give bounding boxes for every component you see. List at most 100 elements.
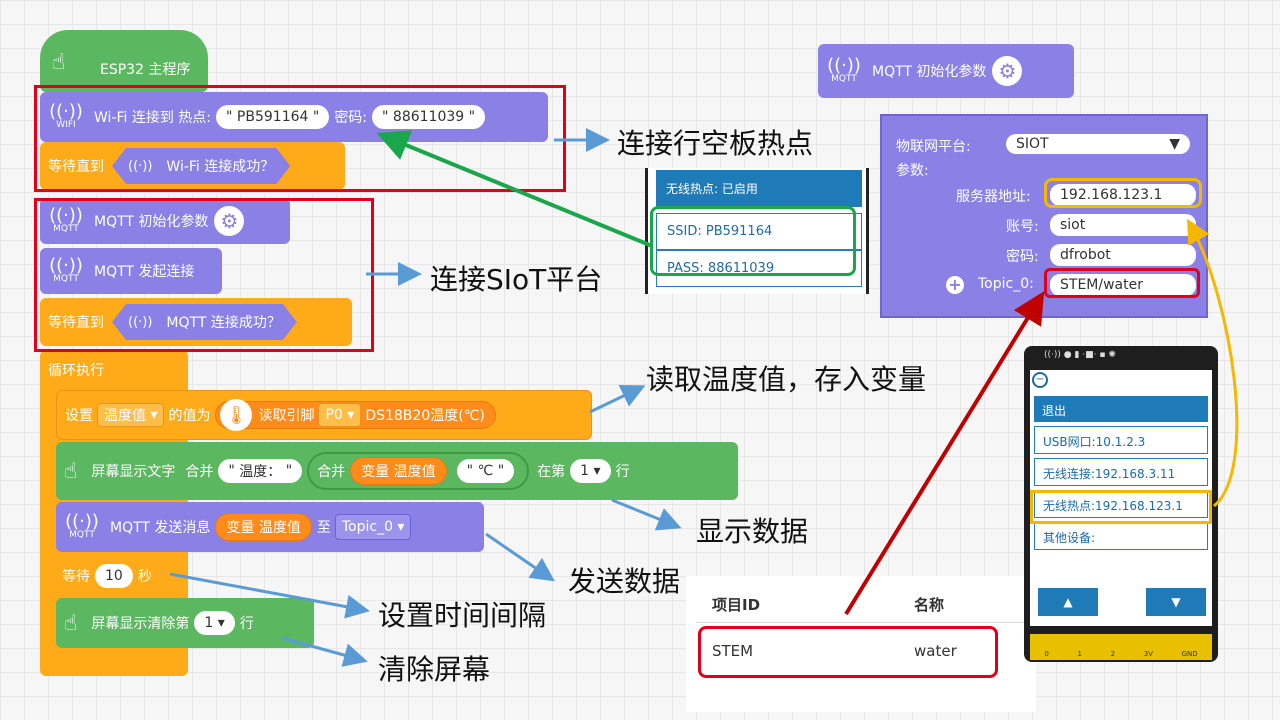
arrow-clear [281, 636, 368, 667]
join-inner[interactable]: 合并 变量 温度值 " ℃ " [307, 452, 530, 490]
line-dropdown[interactable]: 1 ▾ [570, 459, 611, 483]
password-input[interactable]: " 88611039 " [372, 105, 486, 129]
main-title: ESP32 主程序 [100, 62, 191, 78]
mqtt-icon-label: MQTT [53, 274, 79, 284]
esp32-main-hat-block[interactable]: ☝ ESP32 主程序 [40, 30, 208, 92]
wait-seconds-value: 10 [105, 568, 123, 584]
mqtt-panel-header[interactable]: ((·))MQTT MQTT 初始化参数 ⚙ [818, 44, 1074, 98]
mqtt-icon: ((·))MQTT [65, 511, 99, 541]
wifi-success-condition[interactable]: ((·)) Wi-Fi 连接成功？ [112, 148, 290, 184]
server-yellow-box [1044, 178, 1202, 208]
account-label: 账号: [1006, 219, 1039, 235]
join-inner-label: 合并 [317, 464, 346, 480]
platform-dropdown[interactable]: SIOT▼ [1006, 134, 1190, 154]
pin-label: 3V [1143, 650, 1153, 658]
pin-label: GND [1181, 650, 1198, 658]
pin-label: 0 [1044, 650, 1049, 658]
col-name-header: 名称 [914, 596, 945, 614]
mqtt-icon: ((·))MQTT [49, 205, 83, 235]
table-red-box [698, 626, 998, 678]
mqtt-send-block[interactable]: ((·))MQTT MQTT 发送消息 变量 温度值 至 Topic_0 ▾ [56, 502, 484, 552]
password-value: 88611039 [392, 109, 465, 125]
mqtt-send-label: MQTT 发送消息 [110, 520, 211, 536]
hotspot-status: 无线热点: 已启用 [656, 170, 862, 207]
clear-line-dropdown[interactable]: 1 ▾ [194, 611, 235, 635]
wifi-connect-block[interactable]: ((·))WIFI Wi-Fi 连接到 热点: " PB591164 " 密码:… [40, 92, 548, 142]
pin-dropdown[interactable]: P0 ▾ [318, 403, 362, 427]
wifi-success-label: Wi-Fi 连接成功？ [166, 159, 275, 175]
screen-clear-label: 屏幕显示清除第 [91, 616, 190, 632]
line-suffix: 行 [615, 464, 630, 480]
wireless-item[interactable]: 无线连接:192.168.3.11 [1034, 458, 1208, 486]
topic-label: Topic_0: [978, 276, 1034, 292]
account-input[interactable]: siot [1050, 214, 1196, 236]
screen-display-block[interactable]: ☝ 屏幕显示文字 合并 " 温度： " 合并 变量 温度值 " ℃ " 在第 1… [56, 442, 738, 500]
wait-wifi-block[interactable]: 等待直到 ((·)) Wi-Fi 连接成功？ [40, 142, 345, 190]
topic-red-box [1044, 268, 1200, 298]
arrow-read-temp [589, 384, 646, 414]
topic-value: Topic_0 [341, 519, 393, 535]
gear-icon[interactable]: ⚙ [992, 56, 1023, 86]
mqtt-small-icon: ((·)) [128, 314, 153, 330]
temp-variable-reporter[interactable]: 变量 温度值 [350, 457, 447, 485]
read-sensor-reporter[interactable]: 🌡 读取引脚 P0 ▾ DS18B20温度(℃) [215, 399, 496, 431]
line-suffix: 行 [239, 616, 254, 632]
device-body: ((·)) ● ▮ ·■· ▪ ✺ − 退出 USB网口:10.1.2.3 无线… [1024, 346, 1218, 662]
exit-button[interactable]: 退出 [1034, 396, 1208, 422]
mqtt-password-label: 密码: [1006, 249, 1039, 265]
back-icon[interactable]: − [1032, 372, 1048, 388]
ssid-input[interactable]: " PB591164 " [216, 105, 330, 129]
device-hotspot-yellow-box [1030, 490, 1212, 524]
screen-clear-block[interactable]: ☝ 屏幕显示清除第 1 ▾ 行 [56, 598, 314, 648]
pin-label: 2 [1110, 650, 1116, 658]
thermometer-icon: 🌡 [220, 399, 253, 431]
hotspot-item[interactable]: 无线热点:192.168.123.1 [1034, 490, 1208, 518]
platform-label: 物联网平台: [896, 139, 971, 155]
mqtt-icon-label: MQTT [53, 224, 79, 234]
project-table: 项目ID 名称 STEM water [686, 576, 1036, 712]
mqtt-password-input[interactable]: dfrobot [1050, 244, 1196, 266]
temp-label-value: 温度： [239, 464, 282, 480]
join-outer[interactable]: 合并 " 温度： " 合并 变量 温度值 " ℃ " [185, 452, 530, 490]
set-label: 设置 [65, 408, 93, 424]
topic-input[interactable]: STEM/water [1050, 274, 1196, 296]
hotspot-green-box [650, 206, 856, 276]
topic-dropdown[interactable]: Topic_0 ▾ [334, 514, 412, 540]
col-id-header: 项目ID [712, 596, 761, 614]
mqtt-success-condition[interactable]: ((·)) MQTT 连接成功？ [112, 304, 297, 340]
arrow-send-data [485, 532, 555, 582]
arrow-show-data [611, 498, 682, 531]
hotspot-ssid: SSID: PB591164 [656, 213, 862, 250]
wifi-icon: ((·))WIFI [49, 101, 83, 131]
server-label: 服务器地址: [956, 189, 1031, 205]
loop-label: 循环执行 [48, 363, 104, 379]
hand-icon: ☝ [64, 610, 78, 636]
wait-seconds-input[interactable]: 10 [95, 564, 133, 588]
params-label: 参数: [896, 163, 929, 179]
password-label: 密码: [334, 110, 368, 126]
usb-item[interactable]: USB网口:10.1.2.3 [1034, 426, 1208, 454]
add-icon[interactable]: + [946, 276, 964, 294]
gear-icon[interactable]: ⚙ [214, 206, 245, 236]
variable-dropdown[interactable]: 温度值 ▾ [97, 403, 165, 427]
set-variable-block[interactable]: 设置 温度值 ▾ 的值为 🌡 读取引脚 P0 ▾ DS18B20温度(℃) [56, 390, 592, 440]
mqtt-connect-block[interactable]: ((·))MQTT MQTT 发起连接 [40, 248, 222, 294]
down-button[interactable]: ▼ [1146, 588, 1206, 616]
mqtt-panel-body: 物联网平台: SIOT▼ 参数: 服务器地址: 192.168.123.1 账号… [880, 114, 1208, 318]
unit-input[interactable]: " ℃ " [456, 459, 515, 483]
wait-mqtt-block[interactable]: 等待直到 ((·)) MQTT 连接成功？ [40, 298, 352, 346]
up-button[interactable]: ▲ [1038, 588, 1098, 616]
read-pin-label: 读取引脚 [258, 408, 315, 424]
send-variable-reporter[interactable]: 变量 温度值 [215, 513, 312, 541]
temp-label-input[interactable]: " 温度： " [218, 459, 303, 483]
at-line-label: 在第 [537, 464, 566, 480]
variable-name: 温度值 [104, 408, 146, 424]
other-devices-item[interactable]: 其他设备: [1034, 522, 1208, 550]
mqtt-init-block[interactable]: ((·))MQTT MQTT 初始化参数 ⚙ [40, 198, 290, 244]
row-name: water [914, 642, 957, 660]
wait-block[interactable]: 等待 10 秒 [56, 562, 152, 590]
wait-label: 等待 [62, 569, 90, 585]
wait-until-label: 等待直到 [48, 159, 104, 175]
server-input[interactable]: 192.168.123.1 [1050, 184, 1196, 206]
